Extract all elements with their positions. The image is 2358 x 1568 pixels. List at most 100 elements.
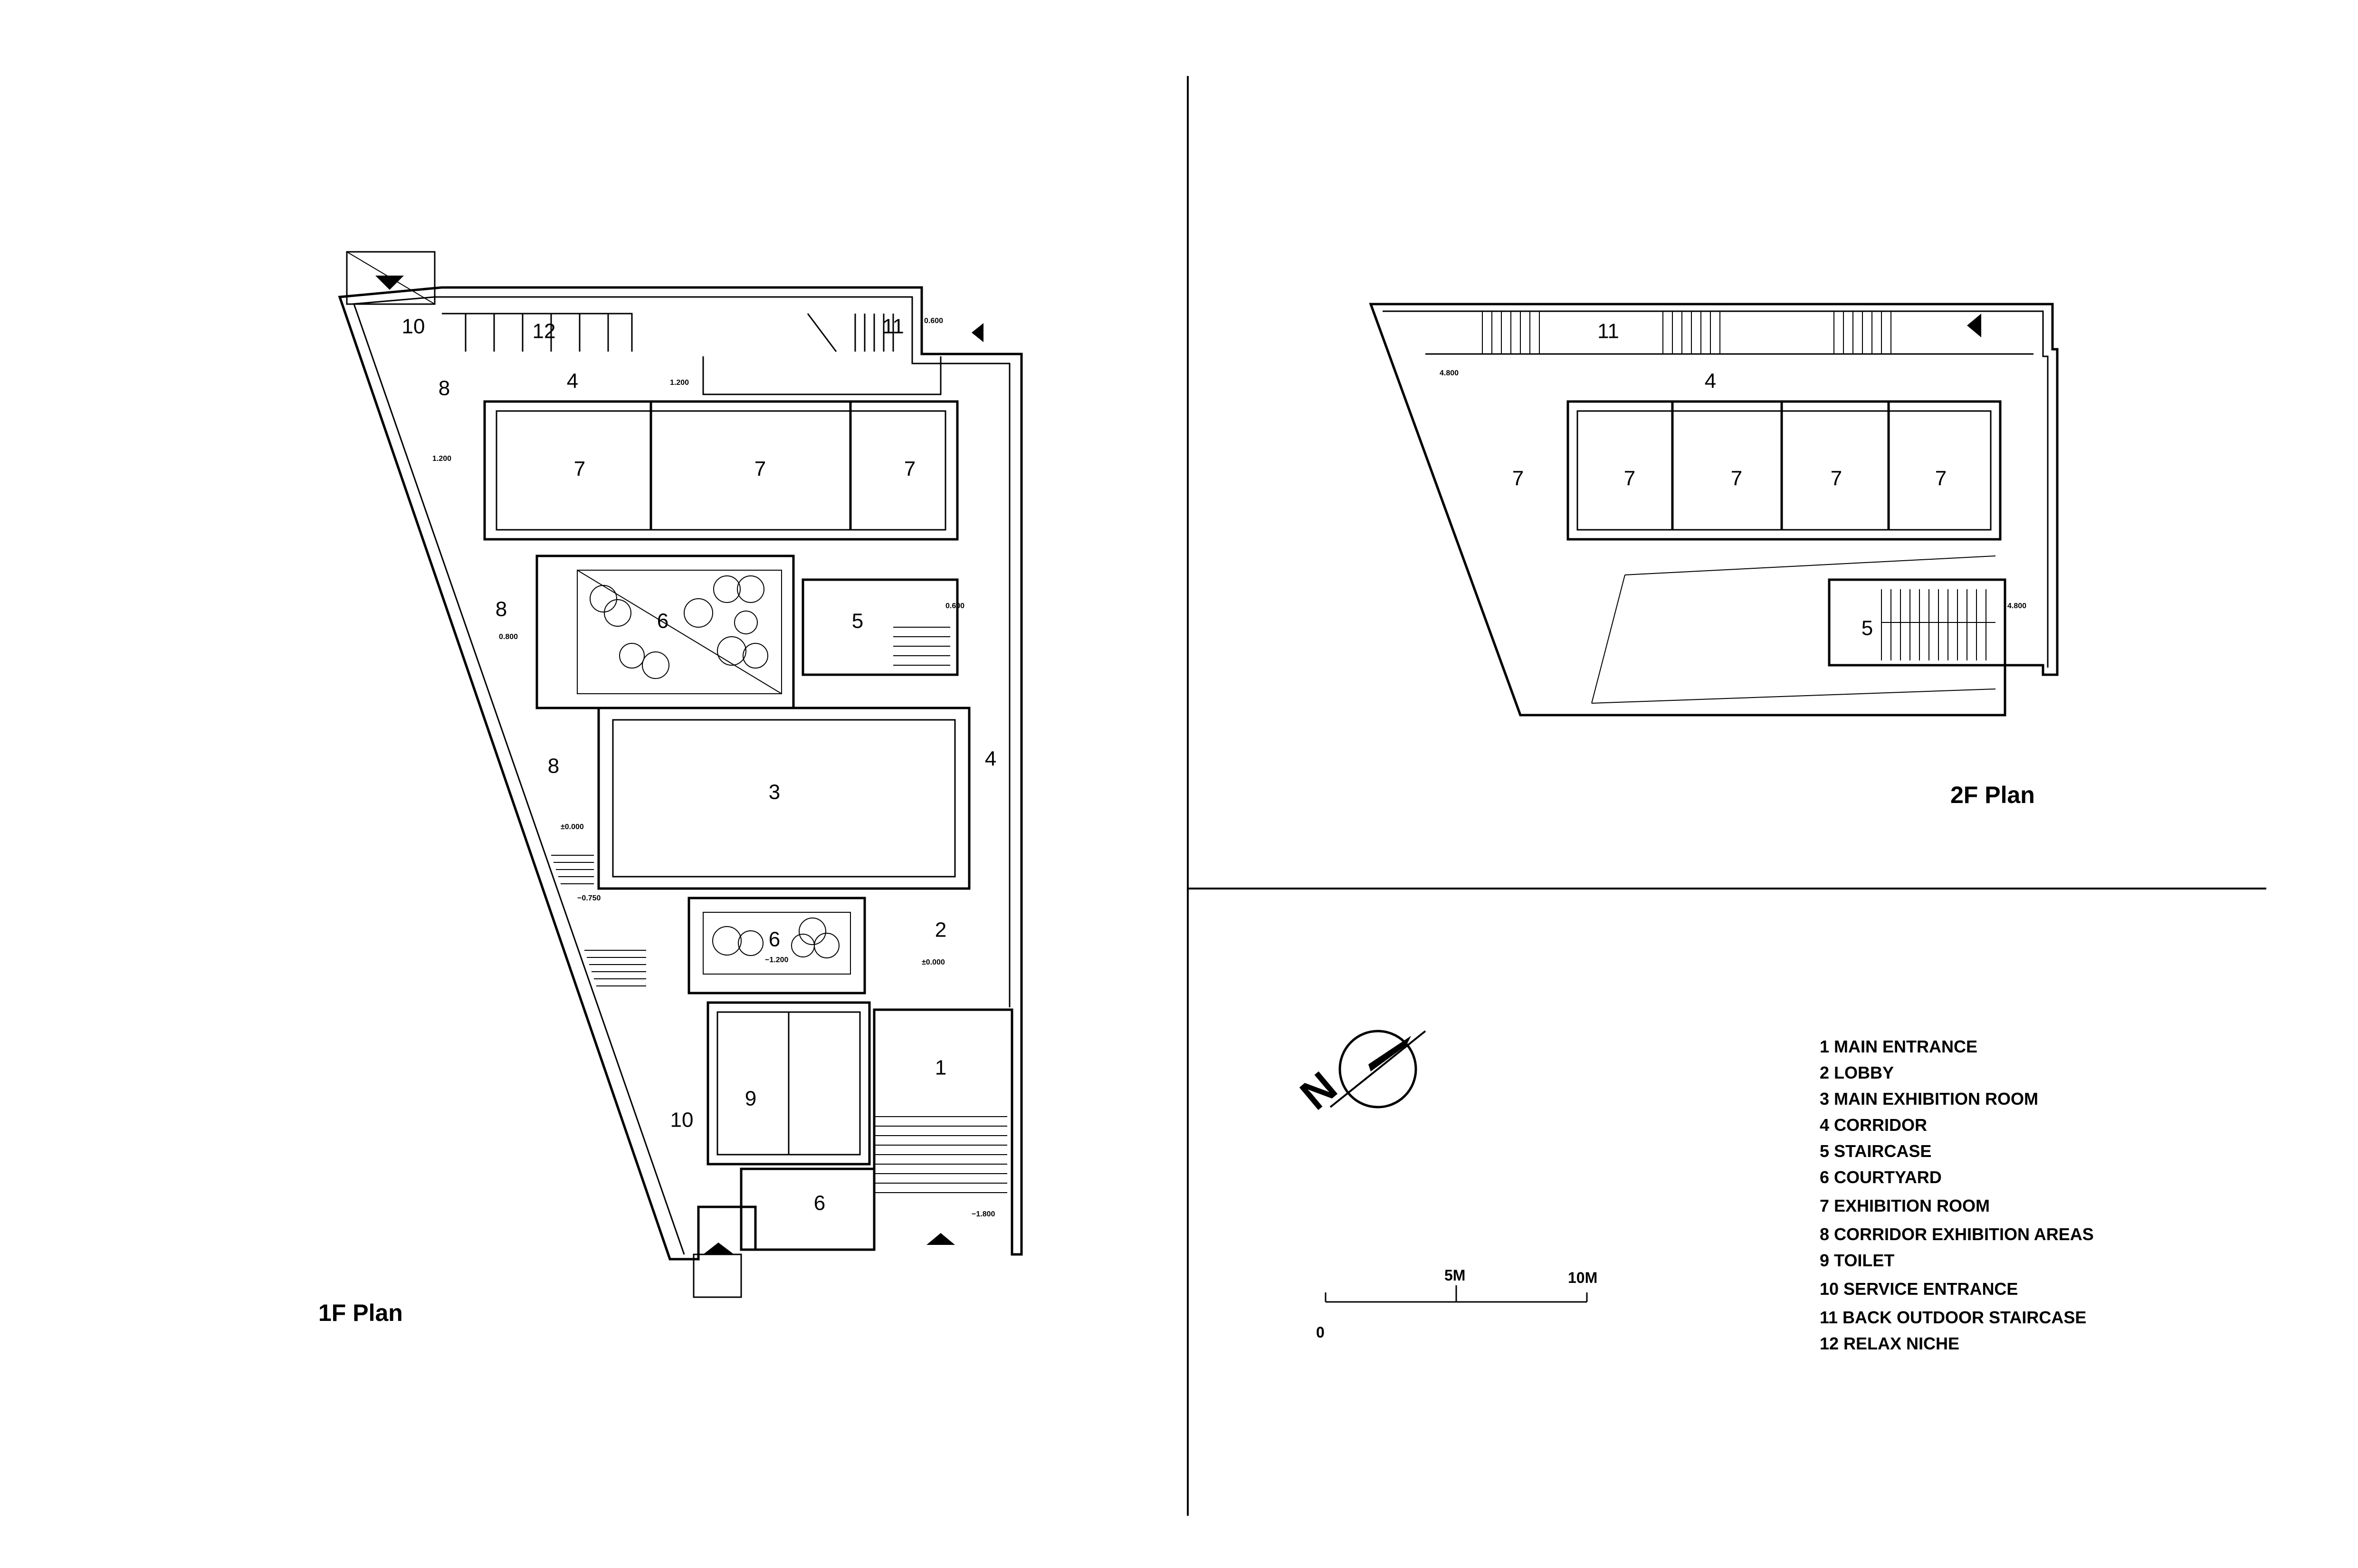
- second-floor-plan: 11 4 7 7 7 7 7 5 4.800 4.800 2F Plan: [1369, 303, 2059, 808]
- north-arrow: N: [1292, 1030, 1426, 1119]
- room-label-7b-2f: 7: [1624, 467, 1635, 490]
- legend-item: 11 BACK OUTDOOR STAIRCASE: [1820, 1308, 2086, 1327]
- level-mark: 0.600: [924, 317, 943, 325]
- legend-item: 5 STAIRCASE: [1820, 1141, 1931, 1161]
- service-entrance-box: [346, 251, 436, 305]
- entry-arrow-icon: [375, 276, 404, 290]
- bottom-entry-box: [693, 1253, 742, 1298]
- room-label-4-2f: 4: [1705, 370, 1716, 393]
- room-label-7c-2f: 7: [1731, 467, 1742, 490]
- legend-item: 2 LOBBY: [1820, 1063, 1894, 1082]
- staircase-2f: [1828, 578, 2006, 667]
- first-floor-outer-wall: [338, 286, 1023, 1261]
- toilet-block: [706, 1001, 871, 1166]
- north-arrow-axis: [1329, 1030, 1426, 1108]
- bottom-entry-arrow-icon: [703, 1243, 734, 1254]
- room-label-5-2f: 5: [1862, 617, 1873, 640]
- level-mark: ±0.000: [922, 958, 945, 966]
- level-mark: ±0.000: [561, 823, 584, 831]
- room-label-4b: 4: [985, 747, 996, 771]
- room-label-2: 2: [935, 918, 946, 942]
- second-floor-plan-title: 2F Plan: [1950, 782, 2035, 808]
- room-label-10b: 10: [670, 1109, 694, 1132]
- level-mark: 1.200: [670, 379, 689, 387]
- courtyard-lower: [687, 897, 866, 994]
- room-label-5: 5: [852, 610, 863, 633]
- legend-item: 1 MAIN ENTRANCE: [1820, 1037, 1977, 1056]
- relax-niche-walls: [442, 313, 633, 352]
- room-label-7c: 7: [904, 458, 916, 481]
- exhibition-block-2f: [1566, 400, 2002, 541]
- side-steps: [551, 855, 646, 986]
- level-mark: −1.800: [972, 1210, 995, 1218]
- diagonal-facade: [338, 296, 671, 1260]
- stair-arrow-2f-icon: [1967, 314, 1981, 337]
- courtyard-upper-inner: [577, 570, 782, 694]
- level-mark: −0.750: [577, 894, 601, 902]
- scale-bar: 0 5M 10M: [1316, 1267, 1597, 1341]
- second-floor-diagonal-facade: [1369, 304, 1522, 716]
- legend-item: 4 CORRIDOR: [1820, 1115, 1927, 1135]
- north-label: N: [1292, 1063, 1346, 1119]
- scale-label-10m: 10M: [1568, 1269, 1597, 1286]
- courtyard-trees-upper: [590, 575, 768, 679]
- room-label-8c: 8: [548, 755, 559, 778]
- main-exhibition-room-inner: [612, 719, 956, 878]
- scale-label-5m: 5M: [1444, 1267, 1465, 1284]
- back-stair-treads-2f: [1482, 311, 1891, 354]
- back-stair-lines: [702, 313, 942, 395]
- courtyard-trees-lower: [712, 918, 840, 958]
- legend-item: 6 COURTYARD: [1820, 1167, 1942, 1187]
- level-mark: 0.600: [945, 602, 964, 610]
- diagonal-facade-inner: [353, 304, 685, 1255]
- main-exhibition-room: [597, 707, 971, 890]
- scale-label-0: 0: [1316, 1324, 1325, 1341]
- room-label-7a: 7: [574, 458, 585, 481]
- room-label-6b: 6: [769, 928, 780, 951]
- room-label-6: 6: [657, 610, 668, 633]
- level-mark: 1.200: [432, 455, 451, 463]
- second-floor-inner-wall: [1383, 310, 2049, 668]
- room-label-7e-2f: 7: [1935, 467, 1947, 490]
- room-label-3: 3: [769, 781, 780, 804]
- entrance-steps: [874, 1116, 1007, 1193]
- atrium-void: [1591, 555, 1996, 704]
- room-label-6c: 6: [814, 1192, 825, 1215]
- room-label-1: 1: [935, 1056, 946, 1080]
- room-label-8: 8: [439, 377, 450, 400]
- legend-item: 9 TOILET: [1820, 1251, 1894, 1270]
- room-label-9: 9: [745, 1087, 756, 1110]
- room-label-11-2f: 11: [1597, 320, 1619, 343]
- legend-item: 3 MAIN EXHIBITION ROOM: [1820, 1089, 2038, 1109]
- legend-item: 8 CORRIDOR EXHIBITION AREAS: [1820, 1224, 2094, 1244]
- room-label-7d-2f: 7: [1831, 467, 1842, 490]
- level-mark-2f: 4.800: [2007, 602, 2026, 610]
- room-label-11: 11: [882, 315, 904, 338]
- stair-arrow-icon: [972, 323, 983, 342]
- staircase-1f: [802, 578, 959, 676]
- legend-item: 10 SERVICE ENTRANCE: [1820, 1279, 2018, 1299]
- first-floor-plan: 10 12 11 4 8 7 7 7 8 6 5 8 3 4 6 2 1 9 1…: [318, 251, 1023, 1326]
- first-floor-inner-wall: [351, 296, 1011, 1007]
- level-mark: 0.800: [499, 633, 518, 641]
- room-label-4: 4: [567, 370, 578, 393]
- room-label-12: 12: [533, 320, 556, 343]
- first-floor-plan-title: 1F Plan: [318, 1300, 403, 1326]
- room-label-7a-2f: 7: [1512, 467, 1524, 490]
- exhibition-block-inner-2f: [1576, 410, 1992, 531]
- main-entry-arrow-icon: [926, 1233, 955, 1245]
- level-mark-2f: 4.800: [1440, 369, 1459, 377]
- room-label-8b: 8: [496, 598, 507, 621]
- legend: 1 MAIN ENTRANCE 2 LOBBY 3 MAIN EXHIBITIO…: [1820, 1037, 2094, 1353]
- legend-item: 7 EXHIBITION ROOM: [1820, 1196, 1990, 1215]
- stair-treads-1f: [893, 627, 950, 666]
- room-label-10: 10: [402, 315, 425, 338]
- north-arrow-circle: [1338, 1030, 1417, 1109]
- courtyard-diagonal: [577, 570, 782, 694]
- level-mark: −1.200: [765, 956, 788, 964]
- courtyard-lower-inner: [703, 912, 851, 975]
- legend-item: 12 RELAX NICHE: [1820, 1334, 1959, 1353]
- lower-room: [740, 1167, 876, 1251]
- stair-treads-2f: [1881, 589, 1995, 660]
